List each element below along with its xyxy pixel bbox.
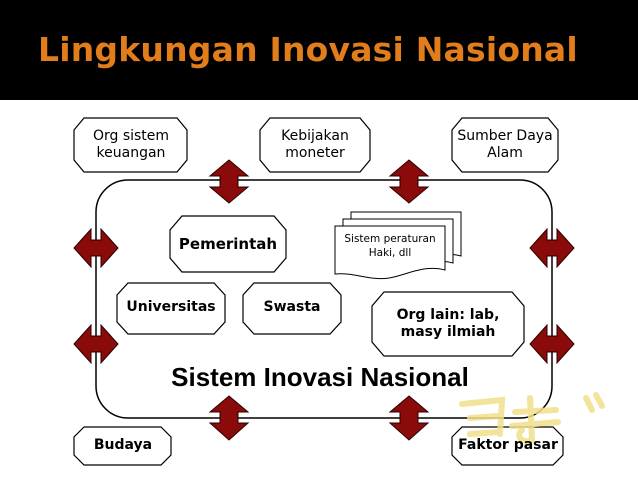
pemerintah-shape — [169, 215, 287, 273]
budaya-label: Budaya — [93, 437, 153, 454]
arrow-right-lower — [529, 323, 575, 365]
arrow-faktor-vertical — [388, 395, 430, 441]
pemerintah-label: Pemerintah — [178, 234, 278, 253]
arrow-right-upper — [529, 227, 575, 269]
arrow-left-upper — [73, 227, 119, 269]
org-lain-label: Org lain: lab, masy ilmiah — [396, 306, 500, 341]
org-sistem-keuangan-shape — [73, 117, 188, 173]
org-sistem-keuangan-label: Org sistem keuangan — [92, 127, 170, 162]
title-bar — [0, 0, 638, 100]
arrow-left-lower — [73, 323, 119, 365]
slide-title: Lingkungan Inovasi Nasional — [38, 30, 578, 69]
swasta-label: Swasta — [263, 299, 321, 316]
org-lain-shape — [371, 291, 525, 357]
faktor-pasar-shape — [451, 426, 564, 466]
sistem-peraturan-label: Sistem peraturan Haki, dll — [344, 233, 436, 259]
system-label: Sistem Inovasi Nasional — [171, 362, 469, 392]
arrow-sumber-vertical — [388, 159, 430, 204]
universitas-shape — [116, 282, 226, 335]
sumber-daya-alam-shape — [451, 117, 559, 173]
budaya-shape — [73, 426, 172, 466]
arrow-kebijakan-vertical — [208, 159, 250, 204]
sistem-peraturan-document-icon — [334, 211, 462, 280]
universitas-label: Universitas — [126, 299, 216, 316]
kebijakan-moneter-shape — [259, 117, 371, 173]
faktor-pasar-label: Faktor pasar — [458, 437, 558, 454]
watermark-decoration — [459, 392, 605, 444]
kebijakan-moneter-label: Kebijakan moneter — [281, 127, 349, 162]
sumber-daya-alam-label: Sumber Daya Alam — [457, 127, 553, 162]
arrow-budaya-vertical — [208, 395, 250, 441]
swasta-shape — [242, 282, 342, 335]
